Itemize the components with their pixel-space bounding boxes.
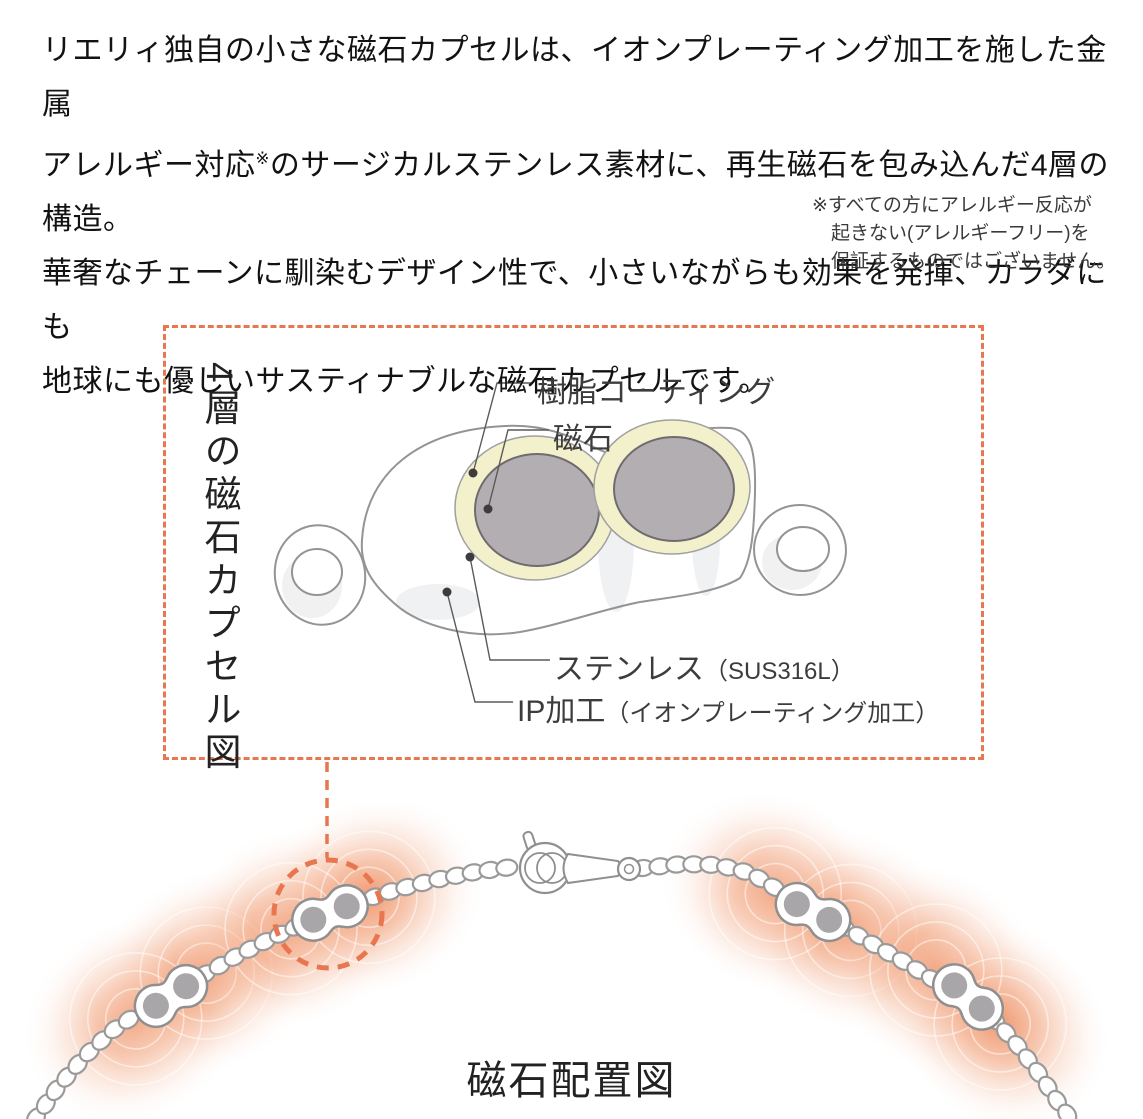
chain-link	[478, 860, 502, 880]
chain-link	[238, 939, 261, 959]
clasp	[518, 830, 642, 895]
chain-link	[253, 931, 276, 952]
chain-link	[268, 924, 292, 944]
chain-link	[495, 858, 519, 877]
chain-link	[78, 1041, 100, 1063]
chain-link	[832, 917, 856, 937]
chain-link	[995, 1022, 1017, 1044]
chain-link	[45, 1079, 66, 1102]
disclaimer-line-1: ※すべての方にアレルギー反応が	[812, 195, 1092, 216]
chain-link	[984, 1009, 1006, 1031]
chain-link	[682, 855, 706, 874]
chain-link	[1007, 1034, 1028, 1057]
disclaimer-note: ※すべての方にアレルギー反応が 起きない(アレルギーフリー)を 保証するものでは…	[812, 192, 1131, 276]
chain-link	[284, 917, 307, 937]
caption-magnet-placement: 磁石配置図	[466, 1059, 677, 1103]
label-stainless-grade: （SUS316L）	[704, 658, 855, 685]
chain-link	[103, 1019, 126, 1040]
chain-link	[117, 1009, 140, 1030]
label-resin-coating: 樹脂コーティング	[537, 376, 776, 409]
intro-line-2: アレルギー対応※のサージカルステンレス素材に、再生磁石を包み込んだ4層の構造。	[42, 149, 1110, 236]
chain-link	[223, 947, 246, 967]
chain-link	[847, 925, 870, 946]
diagram-dashed-box	[163, 325, 984, 760]
label-ip-detail: （イオンプレーティング加工）	[605, 700, 940, 727]
chain-link	[395, 877, 419, 897]
chain-link	[461, 863, 485, 882]
chain-link	[91, 1030, 113, 1051]
chain-link	[56, 1066, 77, 1088]
chain-link	[762, 877, 785, 898]
chain-link	[67, 1053, 88, 1075]
chain-link	[716, 858, 739, 877]
label-stainless: ステンレス（SUS316L）	[554, 653, 855, 686]
disclaimer-line-2: 起きない(アレルギーフリー)を	[831, 223, 1090, 244]
chain-link	[35, 1093, 56, 1115]
chain-link	[1047, 1089, 1068, 1112]
diagram-vertical-title: 4層の磁石カプセル図	[199, 362, 240, 776]
label-ip-processing: IP加工（イオンプレーティング加工）	[517, 695, 940, 728]
chain-link	[862, 934, 885, 955]
note-mark: ※	[255, 150, 270, 168]
intro-line-1: リエリィ独自の小さな磁石カプセルは、イオンプレーティング加工を施した金属	[42, 34, 1107, 121]
chain-link	[748, 868, 771, 889]
chain-link	[732, 862, 756, 881]
label-magnet: 磁石	[553, 423, 613, 456]
chain-link	[665, 855, 689, 874]
chain-link	[648, 857, 672, 876]
chain-link	[891, 951, 914, 971]
chain-link	[208, 955, 231, 976]
chain-link	[920, 969, 943, 989]
chain-link	[1057, 1103, 1078, 1119]
chain-link	[346, 892, 370, 912]
chain-link	[193, 964, 217, 984]
chain-link	[1017, 1048, 1038, 1070]
chain-link	[631, 858, 655, 878]
chain-capsules	[125, 874, 1013, 1040]
chain-link	[428, 869, 452, 889]
chain-link	[876, 943, 900, 963]
chain-link	[1037, 1075, 1058, 1098]
chain-link	[378, 882, 402, 901]
chain-link	[25, 1107, 47, 1119]
disclaimer-line-3: 保証するものではございません。	[831, 251, 1116, 272]
chain-link	[411, 873, 435, 893]
chain-link	[699, 855, 723, 874]
intro-line-3: 華奢なチェーンに馴染むデザイン性で、小さいながらも効果を発揮、カラダにも	[42, 257, 1107, 344]
chain-link	[362, 887, 386, 907]
intro-paragraph: リエリィ独自の小さな磁石カプセルは、イオンプレーティング加工を施した金属 アレル…	[42, 24, 1127, 409]
chain-link	[444, 866, 468, 885]
highlight-dashed-circle	[271, 857, 385, 971]
chain-link	[906, 960, 929, 980]
chain-link	[1028, 1061, 1049, 1084]
